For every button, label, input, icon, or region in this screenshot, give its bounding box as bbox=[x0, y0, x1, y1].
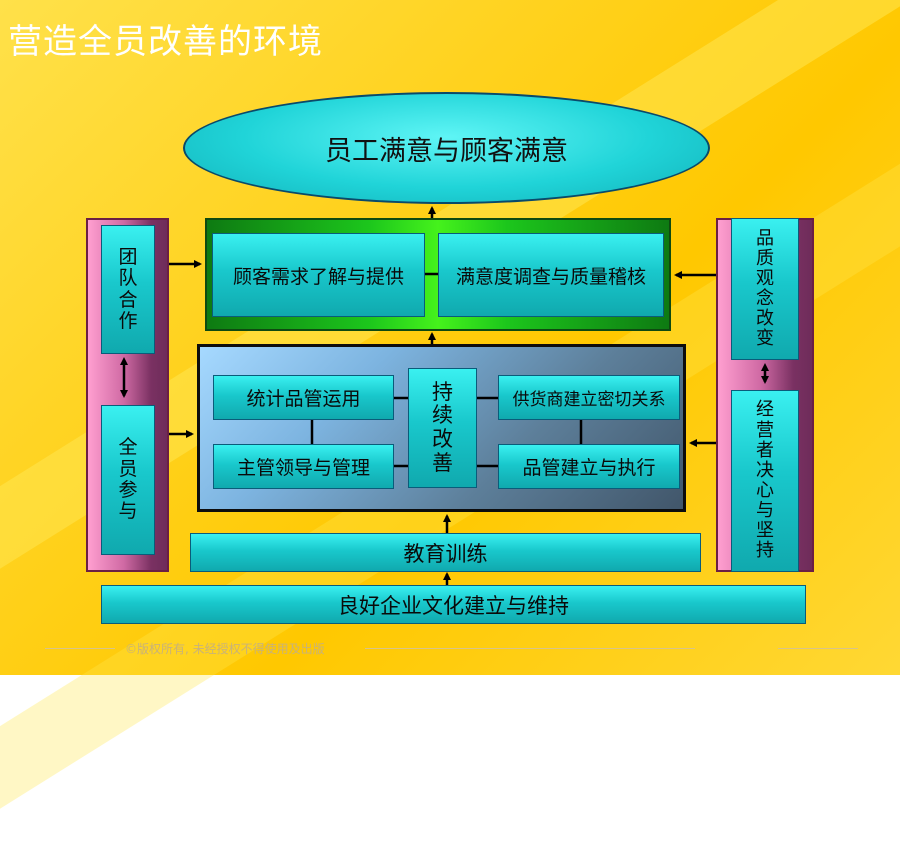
left-box-label: 全员参与 bbox=[118, 436, 138, 523]
center-box-continuous-improvement: 持续改善 bbox=[408, 368, 477, 488]
center-box-supplier-relations: 供货商建立密切关系 bbox=[498, 375, 680, 420]
connector-layer bbox=[120, 206, 769, 585]
green-box-label: 满意度调查与质量稽核 bbox=[455, 265, 646, 288]
vertical-arrows bbox=[120, 206, 769, 585]
right-box-quality-concept: 品质观念改变 bbox=[731, 218, 799, 360]
footer-copyright: ©版权所有, 未经授权不得使用及出版 bbox=[125, 642, 325, 656]
center-box-label: 供货商建立密切关系 bbox=[512, 390, 666, 410]
slide-title: 营造全员改善的环境 bbox=[8, 22, 323, 62]
center-box-label: 统计品管运用 bbox=[246, 388, 361, 410]
center-box-statistical-qc: 统计品管运用 bbox=[213, 375, 394, 420]
left-box-participation: 全员参与 bbox=[101, 405, 155, 555]
footer-rule-left bbox=[45, 648, 115, 649]
right-box-label: 品质观念改变 bbox=[755, 227, 774, 350]
center-box-leadership: 主管领导与管理 bbox=[213, 444, 394, 489]
culture-label: 良好企业文化建立与维持 bbox=[338, 593, 569, 618]
training-bar: 教育训练 bbox=[190, 533, 701, 572]
left-box-label: 团队合作 bbox=[118, 245, 138, 332]
center-box-qc-execution: 品管建立与执行 bbox=[498, 444, 680, 489]
goal-label: 员工满意与顾客满意 bbox=[325, 135, 568, 167]
center-connectors bbox=[310, 272, 583, 468]
right-box-label: 经营者决心与坚持 bbox=[755, 399, 774, 562]
green-box-satisfaction-audit: 满意度调查与质量稽核 bbox=[438, 233, 664, 317]
center-box-label: 品管建立与执行 bbox=[522, 457, 656, 479]
green-box-label: 顾客需求了解与提供 bbox=[232, 265, 404, 288]
training-label: 教育训练 bbox=[403, 541, 488, 566]
center-box-label: 持续改善 bbox=[432, 379, 453, 475]
culture-bar: 良好企业文化建立与维持 bbox=[101, 585, 806, 624]
green-box-customer-needs: 顾客需求了解与提供 bbox=[212, 233, 425, 317]
center-box-label: 主管领导与管理 bbox=[236, 457, 370, 479]
footer-rule-middle bbox=[365, 648, 695, 649]
left-box-teamwork: 团队合作 bbox=[101, 225, 155, 354]
horizontal-arrows bbox=[169, 260, 716, 447]
right-box-management-commitment: 经营者决心与坚持 bbox=[731, 390, 799, 572]
footer-rule-right bbox=[778, 648, 858, 649]
goal-oval: 员工满意与顾客满意 bbox=[183, 92, 710, 204]
